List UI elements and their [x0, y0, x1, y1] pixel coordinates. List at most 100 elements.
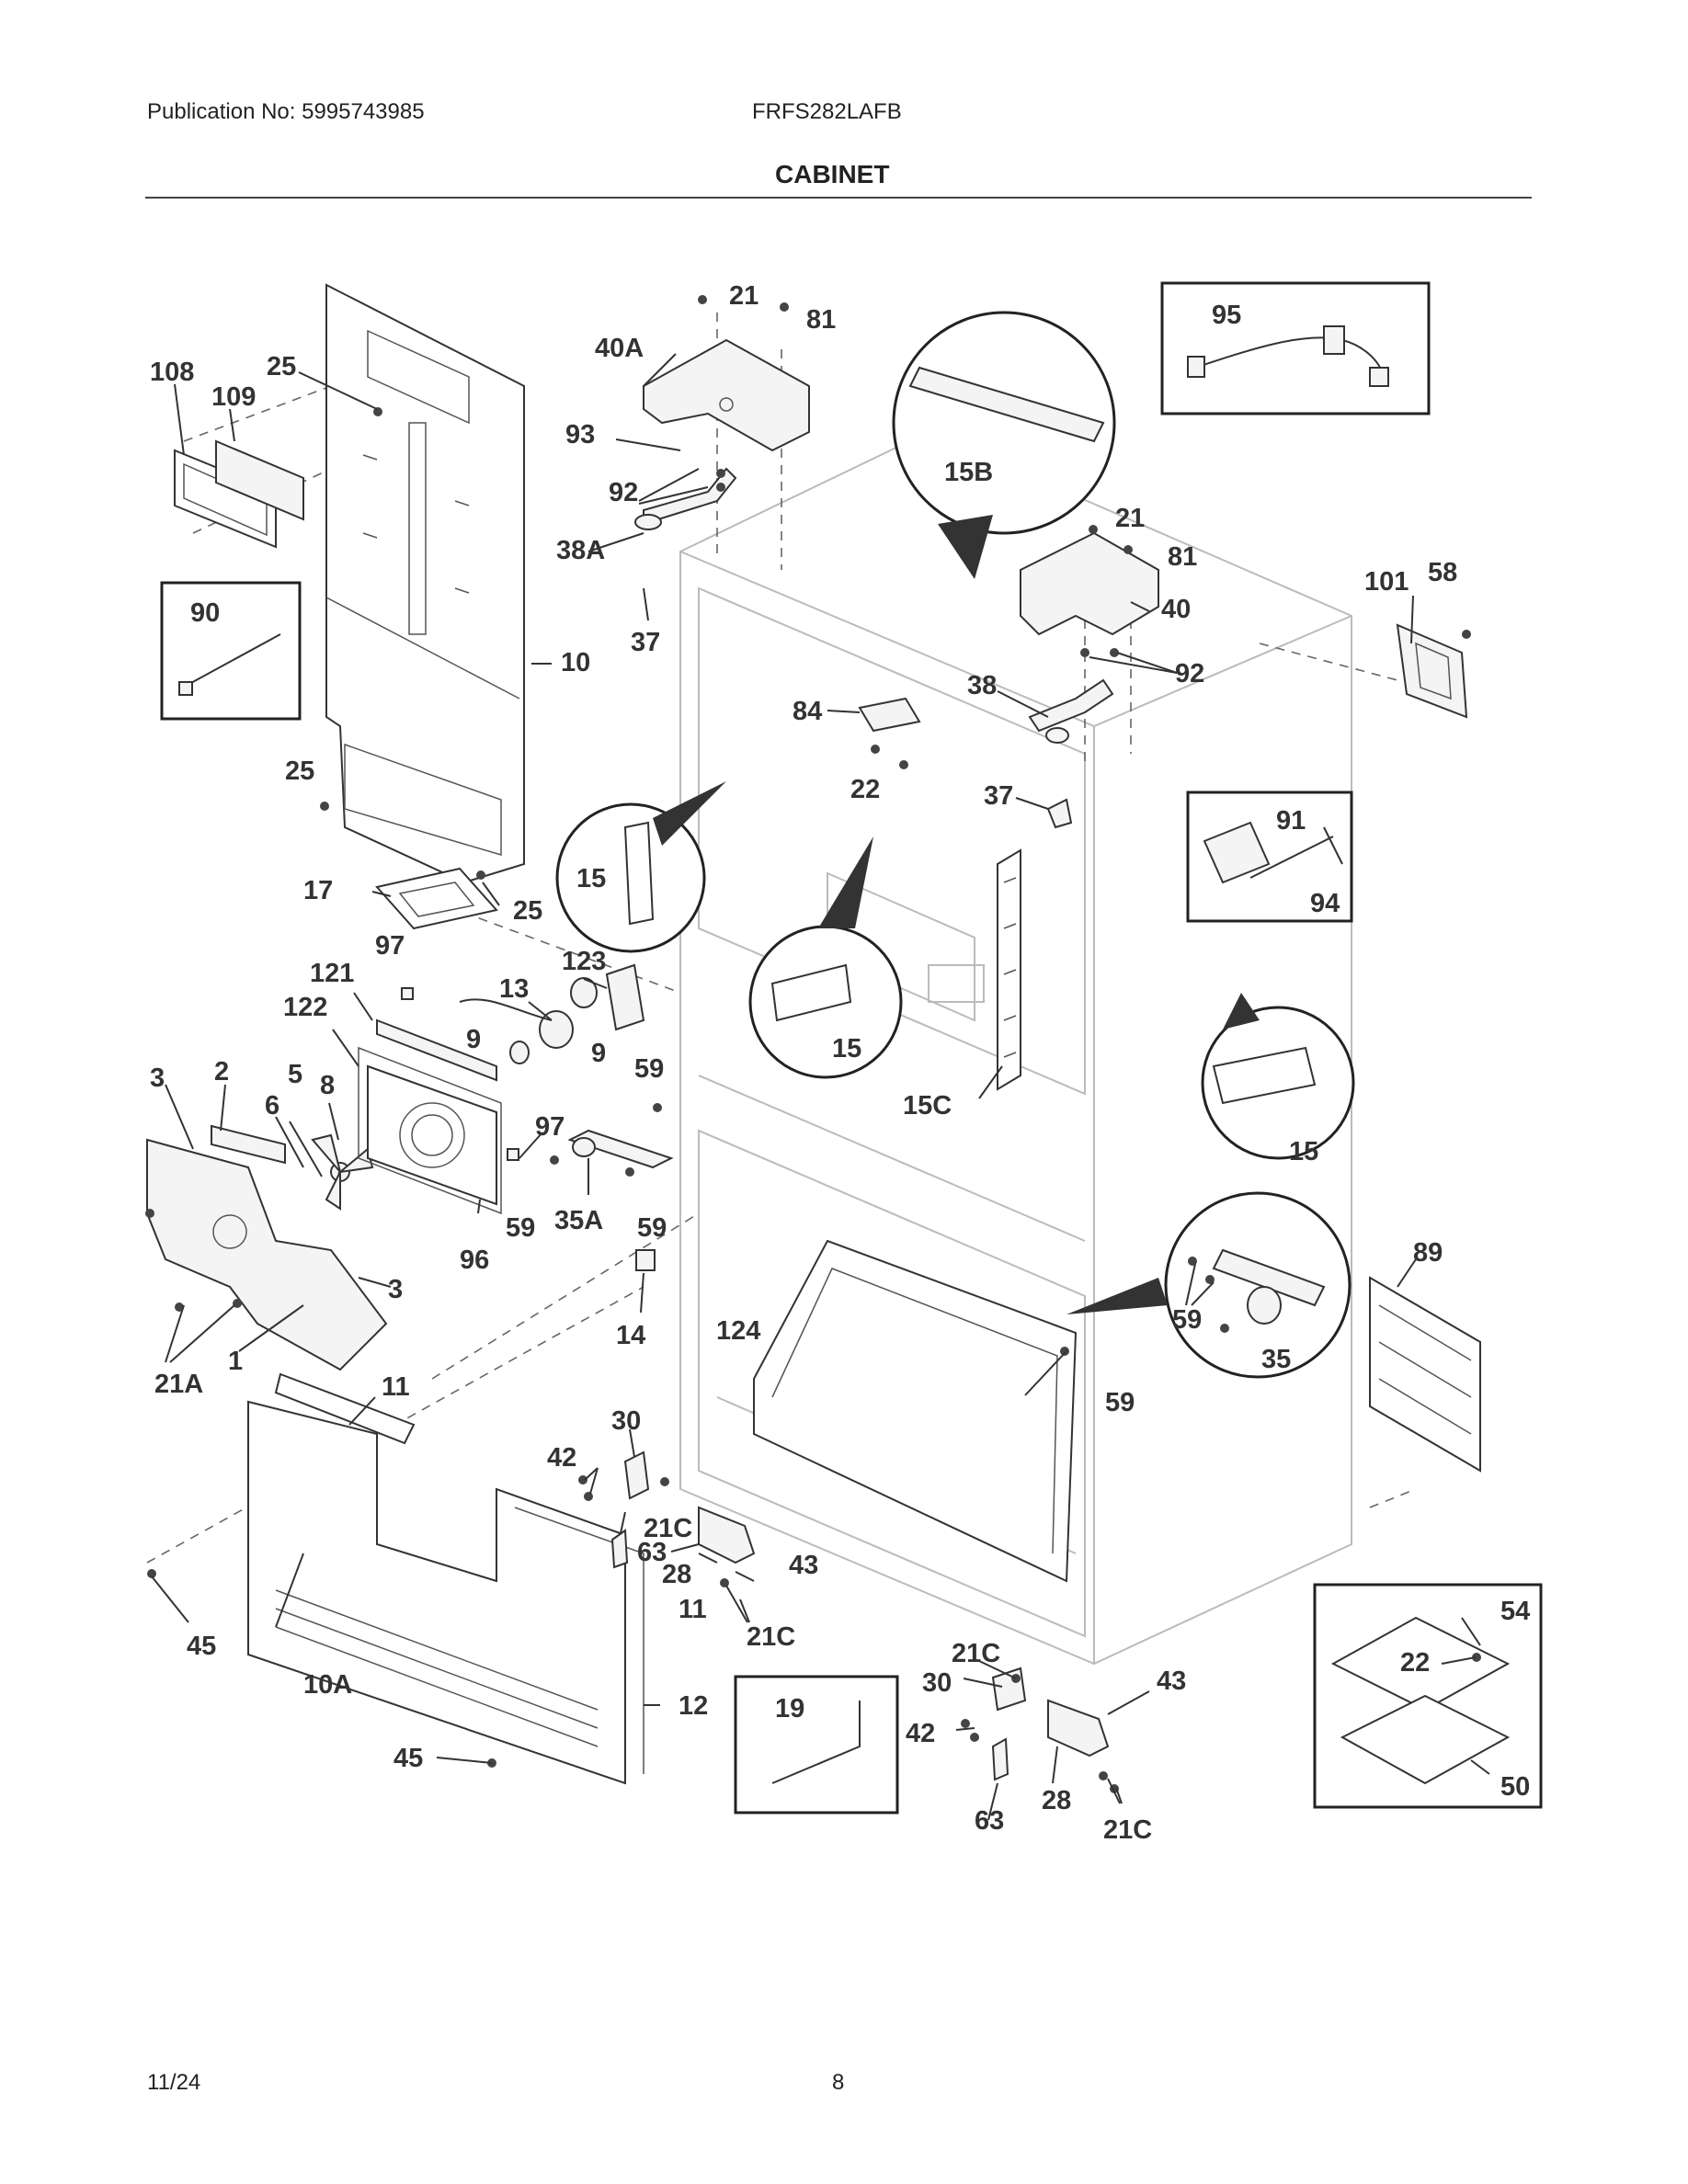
label-15B: 15B	[944, 458, 993, 487]
label-21a: 21	[729, 281, 758, 311]
label-10A: 10A	[303, 1670, 352, 1700]
rail-15C	[997, 848, 1021, 1091]
detail-circle-15-right	[1201, 993, 1355, 1160]
label-22b: 22	[1400, 1648, 1430, 1678]
inset-box-50	[1313, 1583, 1543, 1809]
label-54: 54	[1500, 1597, 1530, 1626]
label-43b: 43	[1157, 1666, 1186, 1696]
label-59a: 59	[634, 1054, 664, 1084]
label-21Cb: 21C	[747, 1622, 795, 1652]
footer-date: 11/24	[147, 2070, 201, 2095]
label-59d: 59	[1105, 1388, 1135, 1417]
label-45b: 45	[393, 1744, 423, 1773]
label-21b: 21	[1115, 504, 1145, 533]
label-40: 40	[1161, 595, 1191, 624]
label-90: 90	[190, 598, 220, 628]
detail-circle-15-mid	[748, 836, 903, 1079]
label-15C: 15C	[903, 1091, 952, 1120]
label-63b: 63	[975, 1806, 1004, 1836]
label-124: 124	[716, 1316, 760, 1346]
motor-13	[459, 977, 598, 1064]
clip-14	[635, 1249, 656, 1271]
cover-101	[1396, 623, 1468, 719]
model-number: FRFS282LAFB	[752, 99, 902, 124]
label-15c: 15	[1289, 1137, 1318, 1166]
gasket-122	[358, 1046, 502, 1215]
label-37b: 37	[984, 781, 1013, 811]
label-92b: 92	[1175, 659, 1204, 688]
label-63a: 63	[637, 1538, 667, 1567]
label-2: 2	[214, 1057, 229, 1086]
label-58: 58	[1428, 558, 1457, 587]
label-6: 6	[265, 1091, 279, 1120]
duct-2	[211, 1124, 286, 1165]
label-84: 84	[793, 697, 822, 726]
screws	[145, 295, 1481, 1793]
label-3a: 3	[150, 1064, 165, 1093]
label-42b: 42	[906, 1719, 935, 1748]
label-30b: 30	[922, 1668, 952, 1698]
gasket-11a	[274, 1372, 416, 1445]
label-59e: 59	[1172, 1305, 1202, 1335]
fan-shroud-96	[367, 1064, 497, 1206]
label-19: 19	[775, 1694, 804, 1723]
dispenser-cover-108	[174, 439, 304, 549]
label-3b: 3	[388, 1275, 403, 1304]
label-42a: 42	[547, 1443, 576, 1473]
label-22a: 22	[850, 775, 880, 804]
door-panel-10	[325, 283, 525, 884]
publication-number: Publication No: 5995743985	[147, 99, 425, 124]
leader-lines	[151, 353, 1490, 1821]
label-21A: 21A	[154, 1370, 203, 1399]
label-122: 122	[283, 993, 327, 1022]
label-89: 89	[1413, 1238, 1443, 1268]
label-108: 108	[150, 358, 194, 387]
label-92a: 92	[609, 478, 638, 507]
label-59b: 59	[506, 1213, 535, 1243]
inset-box-95	[1160, 281, 1431, 415]
detail-circle-15B	[892, 311, 1116, 579]
hinge-43a	[610, 1450, 756, 1569]
label-40A: 40A	[595, 334, 644, 363]
cabinet-body	[679, 430, 1352, 1666]
label-30a: 30	[611, 1406, 641, 1436]
door-stop-37	[1046, 798, 1073, 829]
clip-97b	[507, 1148, 519, 1161]
label-121: 121	[310, 959, 354, 988]
label-15b: 15	[832, 1034, 861, 1064]
hinge-cover-40A	[643, 338, 810, 452]
label-81a: 81	[806, 305, 836, 335]
label-12: 12	[679, 1691, 708, 1721]
hinge-38A	[634, 467, 737, 530]
label-25c: 25	[513, 896, 542, 926]
hinge-43b	[991, 1666, 1110, 1781]
label-123: 123	[562, 947, 606, 976]
evaporator-cover-1	[146, 1138, 388, 1371]
bracket-84	[858, 697, 921, 733]
label-38A: 38A	[556, 536, 605, 565]
bracket-123	[605, 963, 645, 1031]
inset-box-91	[1186, 791, 1353, 923]
label-10: 10	[561, 648, 590, 677]
label-28a: 28	[662, 1560, 691, 1589]
inset-box-19	[734, 1675, 899, 1814]
header-divider	[145, 197, 1532, 199]
label-93: 93	[565, 420, 595, 449]
label-97a: 97	[375, 931, 405, 961]
inset-box-90	[160, 581, 302, 721]
section-title: CABINET	[775, 160, 890, 188]
label-5: 5	[288, 1060, 302, 1089]
label-28b: 28	[1042, 1786, 1071, 1815]
detail-circle-15-left	[555, 781, 726, 953]
drip-tray-17	[375, 867, 498, 930]
fan-blade-6	[311, 1133, 374, 1211]
label-101: 101	[1364, 567, 1409, 597]
label-91: 91	[1276, 806, 1306, 836]
bracket-121	[376, 1018, 497, 1082]
label-35A: 35A	[554, 1206, 603, 1235]
label-59c: 59	[637, 1213, 667, 1243]
label-1: 1	[228, 1347, 243, 1376]
label-11b: 11	[679, 1595, 707, 1624]
label-8: 8	[320, 1071, 335, 1100]
